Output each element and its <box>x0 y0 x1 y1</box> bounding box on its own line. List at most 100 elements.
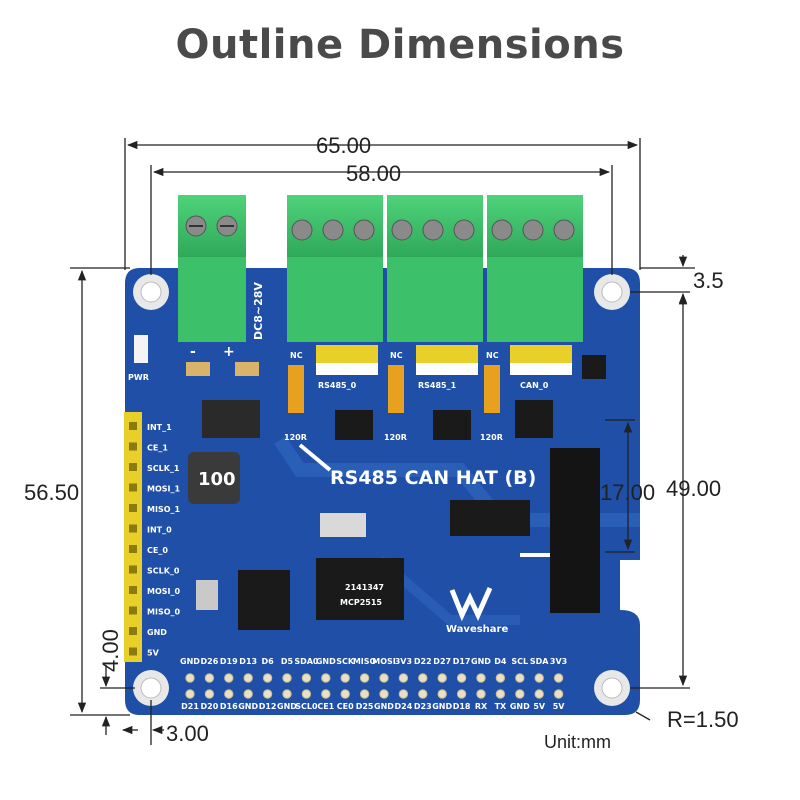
gpio-top-label: MOSI <box>372 657 396 666</box>
gpio-pad <box>553 689 564 699</box>
gpio-pad <box>185 673 195 683</box>
gpio-top-label: D26 <box>201 657 219 666</box>
left-header-pin <box>129 647 137 656</box>
gpio-pad <box>515 673 525 683</box>
gpio-pad <box>418 673 428 683</box>
svg-text:MCP2515: MCP2515 <box>340 598 382 607</box>
gpio-top-label: GND <box>180 657 200 666</box>
svg-text:RS485_1: RS485_1 <box>418 381 457 390</box>
left-header-labels: INT_1CE_1SCLK_1MOSI_1MISO_1INT_0CE_0SCLK… <box>129 422 181 658</box>
left-header-pin <box>129 524 137 533</box>
left-header-pin <box>129 463 137 471</box>
gpio-bottom-label: D24 <box>395 702 413 711</box>
gpio-pad <box>262 673 273 683</box>
pin-header-rs485-0: A B G RS485_0 <box>316 345 378 390</box>
capacitor-1 <box>186 362 210 376</box>
left-header-pin <box>129 422 137 430</box>
left-header-pin <box>129 483 137 492</box>
gpio-bottom-label: RX <box>475 702 488 711</box>
dim-hole-offset-top: 3.5 <box>693 268 724 293</box>
left-header-label: 5V <box>147 649 160 658</box>
ic-rs485-0 <box>335 410 373 440</box>
gpio-pad <box>476 689 486 699</box>
dim-hole-offset-bottom: 4.00 <box>98 629 123 672</box>
gpio-bottom-label: 5V <box>553 702 566 711</box>
inductor: 100 <box>188 452 240 504</box>
gpio-pad <box>553 673 564 683</box>
left-header-label: SCLK_1 <box>147 464 180 473</box>
svg-text:G: G <box>362 366 369 375</box>
gpio-pad <box>359 673 370 683</box>
gpio-top-label: D4 <box>494 657 507 666</box>
gpio-pad <box>534 673 544 683</box>
gpio-pad <box>515 689 525 699</box>
gpio-pad <box>398 689 409 699</box>
ic-rs485-1 <box>433 410 471 440</box>
ic-isolator <box>450 500 530 536</box>
dim-hole-offset-left: 3.00 <box>166 721 209 746</box>
svg-text:NC: NC <box>290 351 303 360</box>
svg-text:L: L <box>536 366 541 375</box>
left-header-pin <box>129 565 137 574</box>
left-header-pin <box>129 545 137 553</box>
gpio-pad <box>321 673 331 683</box>
minus-label: - <box>190 344 196 360</box>
gpio-pad <box>476 673 486 683</box>
svg-text:G: G <box>556 366 563 375</box>
gpio-bottom-label: D12 <box>259 702 277 711</box>
gpio-pad <box>456 673 467 683</box>
dim-connector-height: 17.00 <box>600 480 655 505</box>
power-terminal <box>178 195 246 342</box>
ic-regulator <box>202 400 260 438</box>
gpio-pad <box>359 689 370 699</box>
left-header-label: MISO_0 <box>147 608 181 617</box>
gpio-pad <box>262 689 273 699</box>
gpio-top-label: MISO <box>353 657 377 666</box>
gpio-pad <box>321 689 331 699</box>
gpio-top-label: 3V3 <box>550 657 567 666</box>
gpio-bottom-label: GND <box>277 702 297 711</box>
mounting-hole-tr <box>594 274 630 310</box>
mounting-hole-br <box>594 670 630 706</box>
ic-can-transceiver <box>515 400 553 438</box>
power-input-label: DC8~28V <box>252 282 265 340</box>
ic-mcp2515: 2141347 MCP2515 <box>316 558 404 620</box>
gpio-pad <box>398 673 409 683</box>
gpio-top-label: D27 <box>433 657 451 666</box>
gpio-pad <box>534 689 544 699</box>
gpio-top-label: D5 <box>281 657 294 666</box>
ic-left-bottom <box>238 570 290 630</box>
left-header-label: CE_0 <box>147 546 168 555</box>
svg-text:A: A <box>321 366 328 375</box>
gpio-pad <box>282 689 292 699</box>
svg-text:A: A <box>421 366 428 375</box>
left-header-label: SCLK_0 <box>147 567 180 576</box>
gpio-top-label: SDA <box>530 657 549 666</box>
gpio-bottom-label: GND <box>432 702 452 711</box>
terminal-rs485-1 <box>387 195 483 342</box>
gpio-pad <box>224 673 234 683</box>
left-header-label: INT_1 <box>147 423 172 432</box>
gpio-bottom-label: SCL0 <box>295 702 318 711</box>
svg-text:RS485_0: RS485_0 <box>318 381 357 390</box>
gpio-top-label: D17 <box>453 657 471 666</box>
gpio-pad <box>418 689 428 699</box>
gpio-pad <box>495 673 506 683</box>
waveshare-logo: Waveshare <box>446 586 508 635</box>
crystal <box>320 513 366 537</box>
ic-small-right <box>582 355 606 379</box>
gpio-pad <box>282 673 292 683</box>
gpio-top-label: SCL <box>511 657 528 666</box>
board-name: RS485 CAN HAT (B) <box>330 467 536 489</box>
jumper-rs485-0: NC 120R <box>284 351 307 442</box>
dim-overall-width: 65.00 <box>316 133 371 158</box>
gpio-top-label: SCK <box>336 657 355 666</box>
pin-header-can-0: H L G CAN_0 <box>510 345 572 390</box>
gpio-top-label: GND <box>471 657 491 666</box>
pin-header-rs485-1: A B G RS485_1 <box>416 345 478 390</box>
gpio-pad <box>379 673 389 683</box>
gpio-top-label: SDA0 <box>294 657 319 666</box>
gpio-pad <box>224 689 234 699</box>
dim-hole-spacing-y: 49.00 <box>666 476 721 501</box>
